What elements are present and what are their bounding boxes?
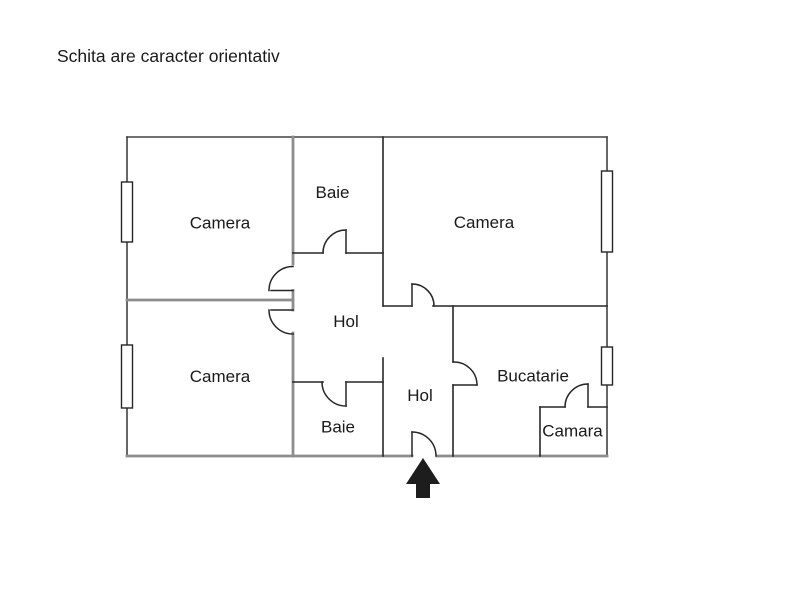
room-labels: Camera Baie Camera Hol Camera Baie Hol B…: [190, 183, 604, 441]
door-arc-baie-bottom: [321, 381, 347, 407]
room-label-baie-bottom: Baie: [321, 418, 355, 437]
door-arc-camera-tl: [268, 265, 294, 292]
outer-walls: [126, 136, 608, 457]
room-label-hol-bottom: Hol: [407, 386, 433, 405]
window-right-top: [600, 170, 614, 253]
room-label-camara: Camara: [542, 422, 603, 441]
room-label-camera-top-right: Camera: [454, 213, 515, 232]
doors: [268, 229, 589, 457]
partition-walls: [292, 136, 608, 457]
window-left-top: [120, 181, 134, 243]
door-arc-camera-bl: [268, 309, 294, 335]
door-arc-entrance: [411, 431, 437, 457]
room-label-hol-central: Hol: [333, 312, 359, 331]
room-label-baie-top: Baie: [315, 183, 349, 202]
room-label-camera-bottom-left: Camera: [190, 367, 251, 386]
door-arc-baie-top: [322, 229, 347, 254]
entrance-arrow-icon: [406, 458, 440, 498]
door-arc-camera-tr: [411, 283, 435, 307]
page-title: Schita are caracter orientativ: [57, 46, 280, 66]
window-right-bottom: [600, 346, 614, 386]
main-walls: [125, 135, 609, 458]
room-label-camera-top-left: Camera: [190, 214, 251, 233]
room-label-bucatarie: Bucatarie: [497, 367, 569, 386]
windows: [120, 170, 614, 409]
door-arc-camara: [564, 383, 589, 408]
window-left-bottom: [120, 344, 134, 409]
door-arc-bucatarie: [452, 361, 478, 386]
